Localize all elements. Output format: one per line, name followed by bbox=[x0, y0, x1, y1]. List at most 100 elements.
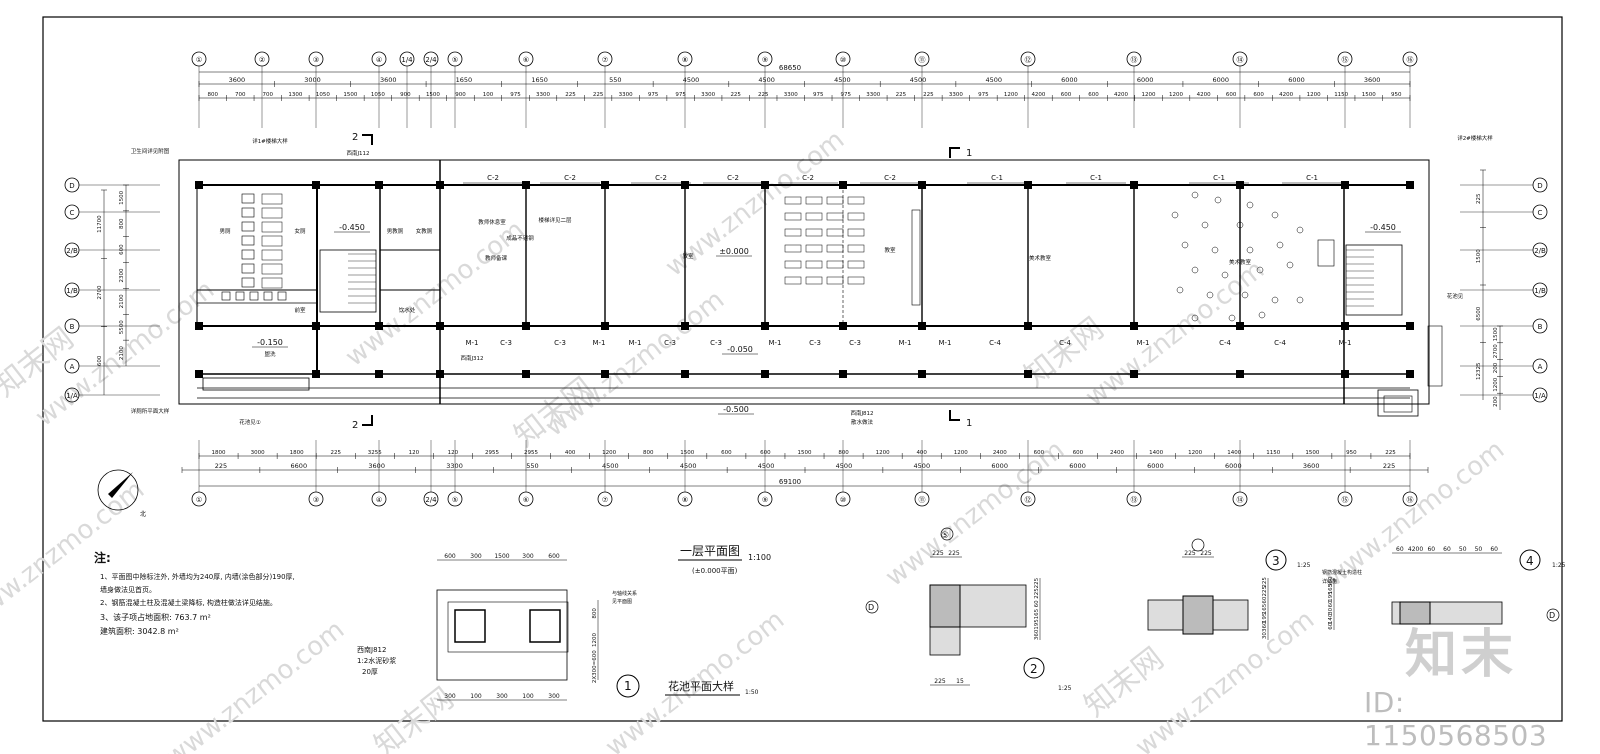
axis-label-top: ⑥ bbox=[523, 56, 529, 64]
dim-top-1-label: 550 bbox=[609, 76, 621, 84]
d4-top-label: 50 bbox=[1459, 546, 1467, 553]
stool bbox=[1191, 266, 1199, 274]
dim-top-2-label: 1200 bbox=[1307, 92, 1321, 98]
stool bbox=[1276, 241, 1284, 249]
d1-side-label: 1200 bbox=[592, 633, 598, 647]
dim-top-2-label: 600 bbox=[1226, 92, 1237, 98]
dim-top-2-label: 4200 bbox=[1197, 92, 1211, 98]
desk bbox=[784, 228, 802, 237]
dim-top-2-label: 900 bbox=[455, 92, 466, 98]
dim-bottom-2-label: 3300 bbox=[446, 462, 463, 470]
detail-2-number: 2 bbox=[1030, 662, 1038, 676]
dim-bottom-2-label: 6600 bbox=[291, 462, 308, 470]
d4-side-label: 360 bbox=[1328, 576, 1334, 587]
d1-top-label: 300 bbox=[522, 553, 534, 560]
d3-side-label: 165 bbox=[1262, 603, 1268, 614]
door-label: C-3 bbox=[710, 339, 722, 347]
window-label: C-1 bbox=[1306, 174, 1318, 182]
dim-bottom-2-label: 225 bbox=[215, 462, 227, 470]
column bbox=[1130, 370, 1138, 378]
door-label: M-1 bbox=[898, 339, 911, 347]
d4-side-label: 195 bbox=[1328, 591, 1334, 602]
dim-bottom-2-label: 6000 bbox=[991, 462, 1008, 470]
plan-title-block: 一层平面图 1:100 (±0.000平面) bbox=[678, 544, 771, 575]
dim-bottom-1-label: 3255 bbox=[368, 450, 382, 456]
teacher-desk bbox=[1317, 239, 1335, 267]
dim-bottom-1-label: 1200 bbox=[602, 450, 616, 456]
d1-bottom-label: 100 bbox=[470, 693, 482, 700]
watermark-brand: 知末网 bbox=[1078, 641, 1170, 724]
d3-side-label: 60 bbox=[1262, 596, 1268, 603]
dim-bottom-1-label: 2400 bbox=[993, 450, 1007, 456]
desk bbox=[847, 276, 865, 285]
desk bbox=[847, 228, 865, 237]
annotation: 详1#楼梯大样 bbox=[252, 137, 288, 145]
dim-top-2-label: 975 bbox=[841, 92, 852, 98]
window-label: C-1 bbox=[1213, 174, 1225, 182]
dim-top-2-label: 700 bbox=[263, 92, 274, 98]
dim-top-2-label: 3300 bbox=[536, 92, 550, 98]
axis-label-right: 1/B bbox=[1534, 287, 1546, 295]
axis-label-top: ⑨ bbox=[762, 56, 768, 64]
column bbox=[1406, 181, 1414, 189]
dim-top-1-label: 4500 bbox=[834, 76, 851, 84]
detail-1-leader: 与轴线关系 bbox=[612, 590, 637, 597]
dim-top-1-label: 3600 bbox=[380, 76, 397, 84]
dim-right-2-label: 2700 bbox=[1493, 344, 1499, 358]
window-label: C-2 bbox=[487, 174, 499, 182]
column bbox=[1024, 370, 1032, 378]
door-label: C-3 bbox=[849, 339, 861, 347]
dim-top-2-label: 3300 bbox=[784, 92, 798, 98]
annotation: 成品不锈钢 bbox=[506, 234, 534, 242]
toilet-stall bbox=[241, 193, 255, 204]
stool bbox=[1256, 266, 1264, 274]
dim-bottom-1-label: 1800 bbox=[290, 450, 304, 456]
dim-top-2-label: 975 bbox=[978, 92, 989, 98]
door-label: M-1 bbox=[1136, 339, 1149, 347]
d2-top-label: 225 bbox=[932, 550, 944, 557]
door-label: C-4 bbox=[989, 339, 1001, 347]
dim-left-2-label: 11700 bbox=[97, 215, 103, 233]
toilet-partition bbox=[261, 249, 283, 261]
dim-top-1-label: 4500 bbox=[985, 76, 1002, 84]
svg-text:D: D bbox=[868, 603, 874, 612]
level-mark: -0.450 bbox=[1370, 223, 1396, 232]
door-label: M-1 bbox=[592, 339, 605, 347]
annotation: 西南J112 bbox=[346, 149, 369, 157]
dim-bottom-2-label: 550 bbox=[526, 462, 538, 470]
window-label: C-1 bbox=[1090, 174, 1102, 182]
door-label: M-1 bbox=[768, 339, 781, 347]
axis-label-bottom: ① bbox=[196, 496, 202, 504]
room-label: 教室 bbox=[682, 252, 694, 260]
annotation: 西南J312 bbox=[460, 354, 483, 362]
d4-side-label: 165 bbox=[1328, 583, 1334, 594]
dim-bottom-1-label: 400 bbox=[916, 450, 927, 456]
watermark-site: www.znzmo.com bbox=[340, 215, 530, 373]
annotation: 卫生间详见附图 bbox=[131, 147, 170, 155]
axis-label-left: 2/B bbox=[66, 247, 78, 255]
detail-4-note-2: 详结施 bbox=[1322, 578, 1337, 585]
column bbox=[312, 322, 320, 330]
d4-top-label: 60 bbox=[1427, 546, 1435, 553]
watermark-site: www.znzmo.com bbox=[0, 475, 150, 633]
column bbox=[375, 370, 383, 378]
axis-label-top: ⑬ bbox=[1131, 56, 1138, 64]
dim-bottom-1-label: 1200 bbox=[1188, 450, 1202, 456]
stool bbox=[1296, 226, 1304, 234]
dim-top-2-label: 1300 bbox=[288, 92, 302, 98]
dim-bottom-1-label: 2955 bbox=[524, 450, 538, 456]
annotation: 西南J812 bbox=[850, 409, 873, 417]
dim-top-2-label: 4200 bbox=[1114, 92, 1128, 98]
dim-bottom-1-label: 600 bbox=[760, 450, 771, 456]
door-label: C-3 bbox=[809, 339, 821, 347]
dim-top-2-label: 975 bbox=[648, 92, 659, 98]
dim-bottom-1-label: 600 bbox=[1034, 450, 1045, 456]
dim-right-2-label: 200 bbox=[1493, 396, 1499, 407]
d2-side-label: 225 bbox=[1034, 588, 1040, 599]
dim-top-1-label: 3000 bbox=[304, 76, 321, 84]
stool bbox=[1271, 296, 1279, 304]
toilet-stall bbox=[241, 277, 255, 288]
